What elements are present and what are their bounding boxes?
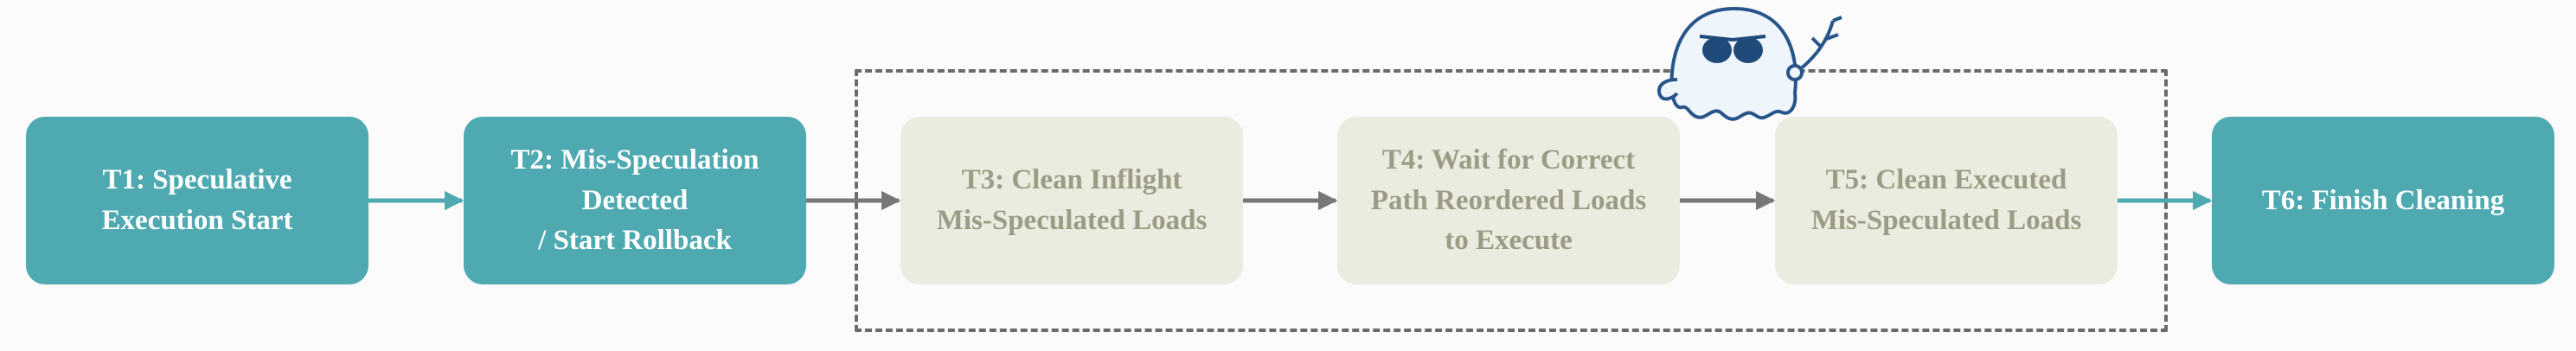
- node-t3-label: T3: Clean Inflight Mis-Speculated Loads: [936, 164, 1208, 236]
- node-t1-label: T1: Speculative Execution Start: [101, 164, 293, 236]
- node-t5-label: T5: Clean Executed Mis-Speculated Loads: [1810, 164, 2082, 236]
- node-t5: T5: Clean Executed Mis-Speculated Loads: [1775, 117, 2118, 284]
- node-t1: T1: Speculative Execution Start: [26, 117, 368, 284]
- node-t3: T3: Clean Inflight Mis-Speculated Loads: [900, 117, 1243, 284]
- node-t6: T6: Finish Cleaning: [2212, 117, 2554, 284]
- node-t6-label: T6: Finish Cleaning: [2261, 184, 2505, 216]
- spectre-ghost-icon: [1657, 7, 1842, 121]
- node-t2-label: T2: Mis-Speculation Detected / Start Rol…: [510, 144, 759, 257]
- node-t4: T4: Wait for Correct Path Reordered Load…: [1337, 117, 1680, 284]
- node-t4-label: T4: Wait for Correct Path Reordered Load…: [1370, 144, 1647, 257]
- node-t2: T2: Mis-Speculation Detected / Start Rol…: [464, 117, 806, 284]
